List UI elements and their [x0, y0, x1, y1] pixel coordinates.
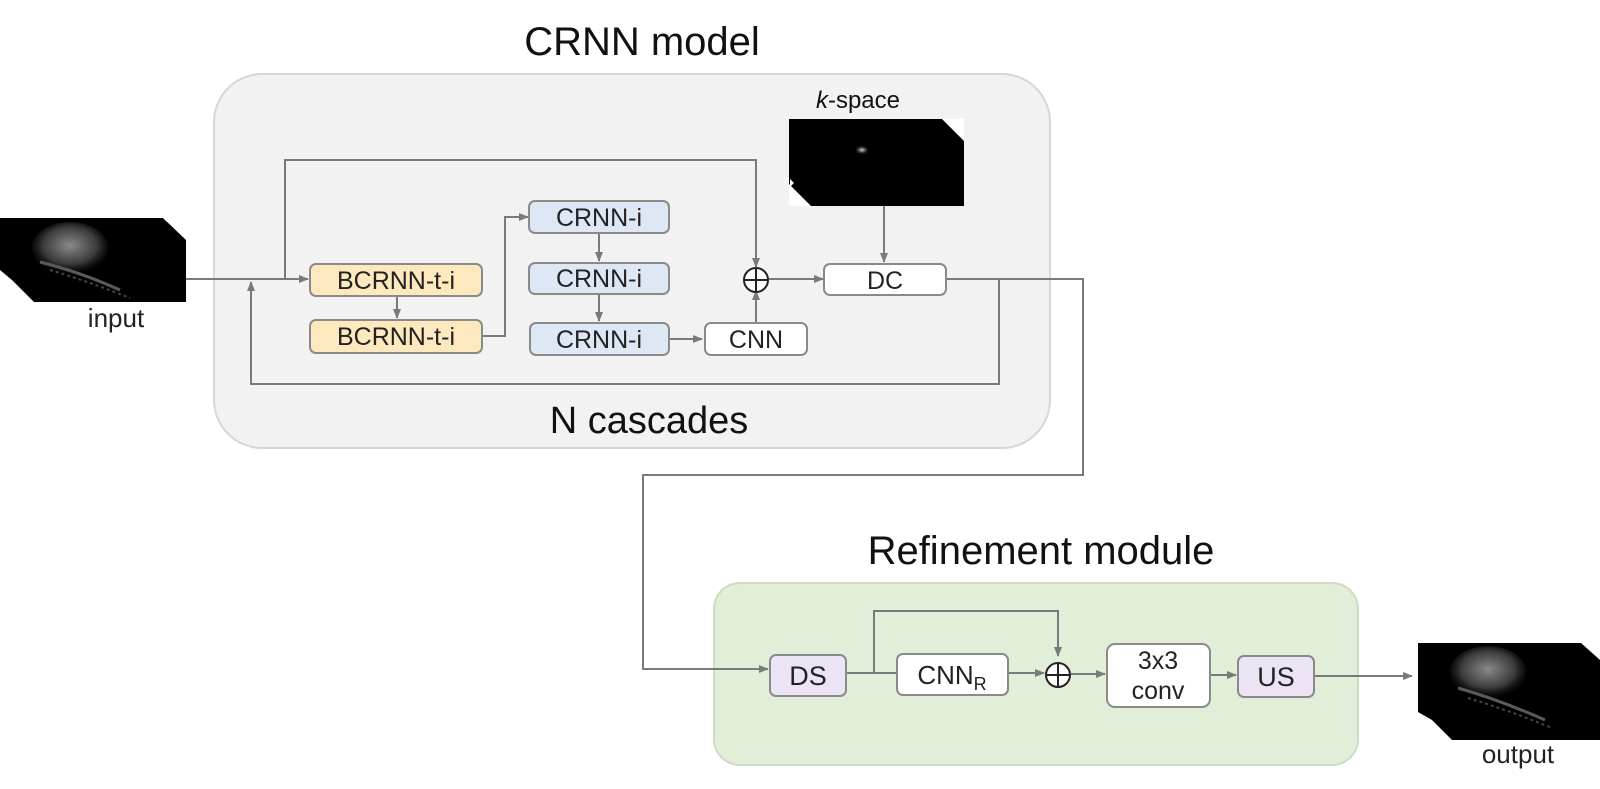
us-node: US	[1237, 655, 1315, 698]
refinement-module-title: Refinement module	[868, 529, 1215, 573]
crnn-model-title: CRNN model	[524, 20, 760, 64]
cnn-r-node: CNNR	[896, 653, 1009, 696]
crnn-node-2: CRNN-i	[528, 262, 670, 295]
bcrnn-node-2: BCRNN-t-i	[309, 319, 483, 354]
cnn-node: CNN	[704, 322, 808, 356]
input-image	[0, 218, 186, 302]
cnn-r-subscript: R	[974, 674, 987, 694]
bcrnn-node-1: BCRNN-t-i	[309, 263, 483, 297]
crnn-node-3-label: CRNN-i	[556, 326, 642, 354]
crnn-node-1: CRNN-i	[528, 200, 670, 234]
ds-node: DS	[769, 654, 847, 697]
kspace-label-rest: -space	[828, 87, 900, 114]
output-image	[1418, 643, 1600, 740]
n-cascades-label: N cascades	[550, 400, 749, 442]
crnn-node-3: CRNN-i	[529, 322, 670, 356]
crnn-node-1-label: CRNN-i	[556, 204, 642, 232]
cascade-feedback-arrow	[247, 279, 1000, 385]
dc-node-label: DC	[867, 267, 903, 295]
refinement-sum-node	[1045, 662, 1071, 688]
sum-node	[743, 267, 769, 293]
cnn-node-label: CNN	[729, 326, 783, 354]
refinement-skip-arrow	[873, 610, 1062, 673]
skip-to-sum-arrow	[284, 159, 760, 279]
us-node-label: US	[1257, 662, 1295, 692]
bcrnn2-to-crnn1-arrow	[482, 213, 529, 337]
bcrnn-node-1-label: BCRNN-t-i	[337, 267, 455, 295]
conv-3x3-line1: 3x3	[1138, 647, 1178, 675]
bcrnn-node-2-label: BCRNN-t-i	[337, 323, 455, 351]
kspace-label-k: k	[816, 87, 830, 114]
crnn-node-2-label: CRNN-i	[556, 265, 642, 293]
conv-3x3-node: 3x3 conv	[1106, 643, 1211, 708]
cnn-r-node-label: CNNR	[917, 660, 986, 694]
conv-3x3-line2: conv	[1132, 677, 1185, 705]
dc-node: DC	[823, 263, 947, 296]
ds-node-label: DS	[789, 661, 827, 691]
cnn-r-main: CNN	[917, 660, 973, 690]
kspace-image	[789, 119, 964, 206]
crnn-to-refinement-arrow	[642, 278, 1084, 673]
output-label: output	[1482, 739, 1555, 769]
connectors	[186, 159, 1413, 680]
kspace-label: k-space	[816, 87, 900, 114]
input-label: input	[88, 303, 145, 333]
